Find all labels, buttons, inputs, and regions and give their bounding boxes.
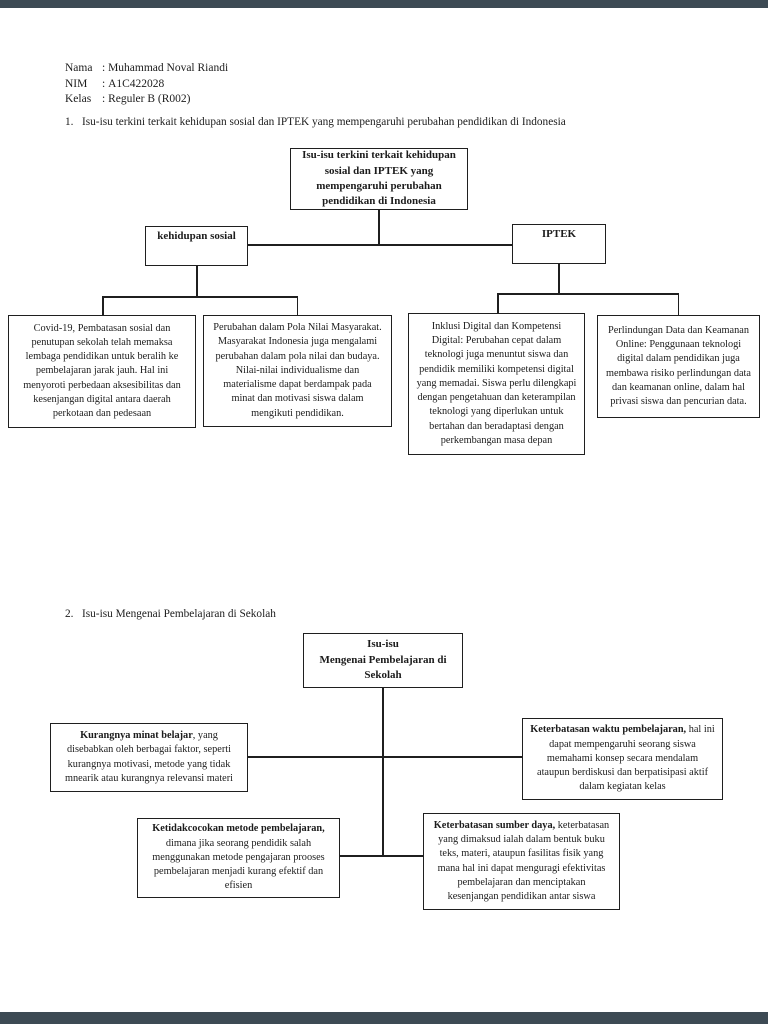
d1-iptek-vline xyxy=(558,264,560,293)
student-info: Nama: Muhammad Noval Riandi NIM: A1C4220… xyxy=(65,61,228,108)
d1-root-line-3: mempengaruhi perubahan xyxy=(316,180,442,192)
student-class-label: Kelas xyxy=(65,93,92,106)
d1-branch-iptek-label: IPTEK xyxy=(541,228,577,240)
d1-root-line-4: pendidikan di Indonesia xyxy=(322,195,436,208)
d1-leaf1-stub xyxy=(102,296,104,315)
d2-minat-belajar-bold: Kurangnya minat belajar xyxy=(80,730,193,742)
d1-leaf3-stub xyxy=(497,293,499,313)
student-name-label: Nama xyxy=(65,62,93,74)
d1-leaf-pola-nilai-text: Perubahan dalam Pola Nilai Masyarakat. M… xyxy=(213,322,382,419)
d2-minat-belajar-text: Kurangnya minat belajar, yang disebabkan… xyxy=(58,729,240,786)
section2-number: 2. xyxy=(65,608,74,620)
d2-root-box: Isu-isu Mengenai Pembelajaran di Sekolah xyxy=(303,633,463,688)
d2-root-line-3: Sekolah xyxy=(364,669,402,682)
letterbox-top-bar xyxy=(0,0,768,8)
d1-branch-hline xyxy=(248,244,512,246)
d1-branch-social-label: kehidupan sosial xyxy=(157,230,236,242)
section1-heading: 1. Isu-isu terkini terkait kehidupan sosi… xyxy=(65,116,566,128)
d2-sumber-daya-bold: Keterbatasan sumber daya, xyxy=(433,819,556,831)
student-name-value: Muhammad Noval Riandi xyxy=(108,62,229,74)
d2-waktu-pembelajaran-text: Keterbatasan waktu pembelajaran, hal ini… xyxy=(530,723,715,794)
d1-branch-iptek-box: IPTEK xyxy=(512,224,606,264)
student-class-value: Reguler B (R002) xyxy=(108,93,191,106)
d2-lower-hline xyxy=(340,855,423,857)
d1-leaf2-stub xyxy=(296,296,298,315)
d1-root-line-1: Isu-isu terkini terkait kehidupan xyxy=(302,149,456,162)
d2-box-waktu-pembelajaran: Keterbatasan waktu pembelajaran, hal ini… xyxy=(522,718,723,800)
d1-leaf-box-perlindungan-data: Perlindungan Data dan Keamanan Online: P… xyxy=(597,315,760,418)
d2-metode-pembelajaran-rest: dimana jika seorang pendidik salah mengg… xyxy=(152,837,325,892)
student-nim-row: NIM: A1C422028 xyxy=(65,77,228,93)
d1-root-vline xyxy=(378,210,380,244)
student-class-separator: : xyxy=(102,93,106,106)
d1-iptek-rail xyxy=(497,293,679,295)
student-nim-separator: : xyxy=(102,77,106,90)
student-nim-value: A1C422028 xyxy=(108,77,165,90)
section1-number: 1. xyxy=(65,116,74,128)
d2-upper-hline xyxy=(248,756,522,758)
d2-sumber-daya-text: Keterbatasan sumber daya, keterbatasan y… xyxy=(431,819,612,904)
student-name-row: Nama: Muhammad Noval Riandi xyxy=(65,61,228,77)
d2-root-vline xyxy=(382,688,384,856)
d1-leaf-perlindungan-data-text: Perlindungan Data dan Keamanan Online: P… xyxy=(606,324,751,407)
d1-branch-social-box: kehidupan sosial xyxy=(145,226,248,266)
d1-leaf-box-covid: Covid-19, Pembatasan sosial dan penutupa… xyxy=(8,315,196,428)
d2-box-minat-belajar: Kurangnya minat belajar, yang disebabkan… xyxy=(50,723,248,792)
d1-leaf4-stub xyxy=(677,293,679,315)
d1-leaf-covid-text: Covid-19, Pembatasan sosial dan penutupa… xyxy=(23,322,181,419)
d2-waktu-pembelajaran-bold: Keterbatasan waktu pembelajaran, xyxy=(530,724,687,736)
d2-root-line-1: Isu-isu xyxy=(367,638,399,651)
student-name-separator: : xyxy=(102,62,106,74)
d1-social-vline xyxy=(196,266,198,296)
d2-sumber-daya-rest: keterbatasan yang dimaksud ialah dalam b… xyxy=(437,819,610,902)
section2-title: Isu-isu Mengenai Pembelajaran di Sekolah xyxy=(82,608,276,620)
d1-leaf-inklusi-digital-text: Inklusi Digital dan Kompetensi Digital: … xyxy=(416,321,577,446)
d1-leaf-box-inklusi-digital: Inklusi Digital dan Kompetensi Digital: … xyxy=(408,313,585,455)
section2-heading: 2. Isu-isu Mengenai Pembelajaran di Sekol… xyxy=(65,608,276,620)
student-class-row: Kelas: Reguler B (R002) xyxy=(65,92,228,108)
d2-box-metode-pembelajaran: Ketidakcocokan metode pembelajaran, dima… xyxy=(137,818,340,898)
d2-metode-pembelajaran-bold: Ketidakcocokan metode pembelajaran, xyxy=(152,823,325,835)
d2-metode-pembelajaran-text: Ketidakcocokan metode pembelajaran, dima… xyxy=(145,822,332,893)
d1-root-box: Isu-isu terkini terkait kehidupan sosial… xyxy=(290,148,468,210)
section1-title: Isu-isu terkini terkait kehidupan sosial… xyxy=(82,116,566,128)
d2-root-line-2: Mengenai Pembelajaran di xyxy=(319,653,447,666)
d1-social-rail xyxy=(102,296,298,298)
d2-waktu-pembelajaran-rest: hal ini dapat mempengaruhi seorang siswa… xyxy=(537,724,715,793)
d1-root-line-2: sosial dan IPTEK yang xyxy=(324,164,434,177)
student-nim-label: NIM xyxy=(65,77,88,90)
d2-box-sumber-daya: Keterbatasan sumber daya, keterbatasan y… xyxy=(423,813,620,910)
d2-minat-belajar-rest: , yang disebabkan oleh berbagai faktor, … xyxy=(64,730,234,784)
d1-leaf-box-pola-nilai: Perubahan dalam Pola Nilai Masyarakat. M… xyxy=(203,315,392,427)
letterbox-bottom-bar xyxy=(0,1012,768,1024)
